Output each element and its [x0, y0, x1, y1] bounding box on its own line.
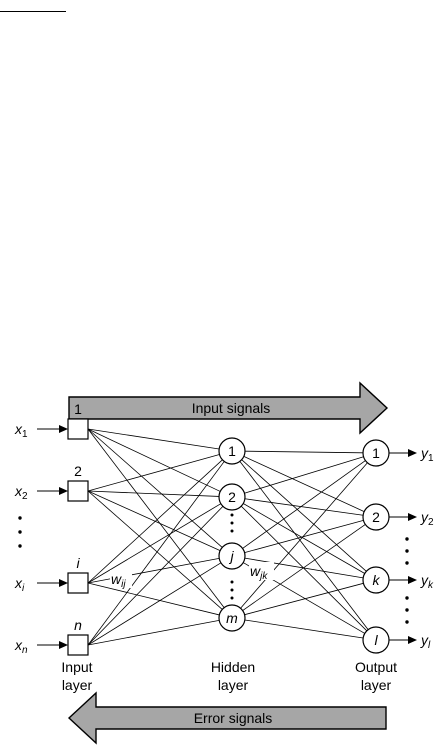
weight-wjk-label: wjk — [250, 563, 268, 582]
output-var-yk: yk — [420, 572, 434, 591]
hidden-node-2 — [218, 483, 246, 511]
hidden-node-1 — [218, 437, 246, 465]
input-hidden-connection — [87, 428, 225, 608]
hidden-output-connection — [241, 459, 367, 572]
hidden-ellipsis-dot — [230, 521, 234, 525]
hidden-output-connection — [244, 450, 364, 454]
hidden-output-connection — [242, 524, 366, 611]
output-var-y2: y2 — [420, 509, 434, 528]
hidden-layer-caption-1: Hidden — [211, 659, 255, 675]
input-node-2 — [67, 480, 89, 502]
input-hidden-connection — [87, 428, 223, 548]
hidden-output-connection — [244, 456, 364, 494]
hidden-ellipsis-dot — [230, 588, 234, 592]
input-hidden-connection — [87, 558, 220, 584]
hidden-output-connection — [244, 520, 364, 553]
hidden-node-label-2: 2 — [228, 489, 236, 505]
hidden-node-j — [218, 542, 246, 570]
input-signals-arrow — [68, 381, 389, 435]
output-node-2 — [362, 503, 390, 531]
input-hidden-connection — [87, 582, 220, 616]
input-hidden-connection — [87, 454, 220, 492]
input-ellipsis-dot — [18, 530, 22, 534]
hidden-ellipsis-dot — [230, 513, 234, 517]
input-node-label-n: n — [74, 617, 82, 633]
output-layer-caption-1: Output — [355, 659, 397, 675]
output-var-yl: yl — [420, 632, 431, 651]
output-ellipsis-dot — [405, 549, 409, 553]
input-hidden-connection — [87, 503, 222, 584]
input-var-x1: x1 — [14, 421, 28, 440]
input-hidden-connection — [87, 620, 220, 646]
input-hidden-connection — [87, 461, 225, 646]
hidden-layer-caption-2: layer — [218, 677, 249, 693]
input-hidden-connection — [87, 562, 222, 646]
input-hidden-connection — [87, 428, 220, 450]
output-ellipsis-dot — [405, 561, 409, 565]
hidden-output-connection — [240, 462, 368, 609]
input-node-label-1: 1 — [74, 401, 82, 417]
hidden-node-m — [218, 604, 246, 632]
hidden-output-connection — [242, 460, 366, 549]
input-layer: 1 2 i n x1 x2 xi xn Input layer — [14, 401, 93, 693]
error-signals-arrow — [67, 691, 387, 745]
input-hidden-connection — [87, 428, 221, 492]
weight-wij-label: wij — [111, 571, 126, 590]
input-hidden-connection — [87, 506, 224, 646]
input-node-label-i: i — [76, 555, 80, 571]
hidden-output-connection — [244, 498, 364, 516]
hidden-output-connection — [240, 505, 368, 632]
output-var-y1: y1 — [420, 445, 434, 464]
output-node-label-2: 2 — [372, 509, 380, 525]
input-hidden-connection — [87, 490, 223, 610]
input-node-i — [67, 572, 89, 594]
output-node-l — [362, 626, 390, 654]
weight-wjk-background — [249, 562, 274, 580]
output-ellipsis-dot — [405, 608, 409, 612]
input-var-xn: xn — [14, 637, 28, 656]
hidden-layer: 1 2 j m Hidden layer — [211, 437, 255, 693]
hidden-ellipsis-dot — [230, 580, 234, 584]
hidden-node-label-m: m — [226, 610, 238, 626]
hidden-output-connection — [243, 503, 365, 574]
input-node-1 — [67, 418, 89, 440]
output-ellipsis-dot — [405, 620, 409, 624]
io-arrows — [37, 425, 417, 649]
output-layer-caption-2: layer — [361, 677, 392, 693]
input-node-label-2: 2 — [74, 463, 82, 479]
hidden-node-label-j: j — [228, 548, 234, 564]
hidden-ellipsis-dot — [230, 596, 234, 600]
output-node-label-k: k — [373, 572, 381, 588]
output-node-label-l: l — [374, 632, 378, 648]
input-layer-caption-1: Input — [61, 659, 92, 675]
hidden-node-label-1: 1 — [228, 443, 236, 459]
output-ellipsis-dot — [405, 537, 409, 541]
input-var-xi: xi — [14, 575, 25, 594]
hidden-output-connection — [243, 456, 365, 512]
hidden-output-connection — [244, 619, 364, 639]
top-rule-line — [0, 11, 66, 12]
hidden-output-connection — [244, 582, 364, 616]
output-node-label-1: 1 — [372, 445, 380, 461]
input-hidden-connection — [87, 459, 223, 584]
input-var-x2: x2 — [14, 483, 28, 502]
input-signals-label: Input signals — [192, 400, 271, 416]
output-ellipsis-dot — [405, 596, 409, 600]
output-node-k — [362, 566, 390, 594]
input-node-n — [67, 634, 89, 656]
input-ellipsis-dot — [18, 516, 22, 520]
output-layer: 1 2 k l y1 y2 yk yl Output layer — [355, 439, 434, 693]
input-ellipsis-dot — [18, 544, 22, 548]
weight-wij-background — [110, 570, 132, 588]
hidden-output-connection — [239, 461, 369, 630]
hidden-ellipsis-dot — [230, 529, 234, 533]
error-signals-label: Error signals — [194, 710, 273, 726]
output-node-1 — [362, 439, 390, 467]
input-hidden-connection — [87, 490, 221, 552]
input-hidden-connection — [87, 490, 220, 497]
input-layer-caption-2: layer — [62, 677, 93, 693]
hidden-output-connection — [244, 557, 364, 579]
connections — [87, 428, 369, 646]
